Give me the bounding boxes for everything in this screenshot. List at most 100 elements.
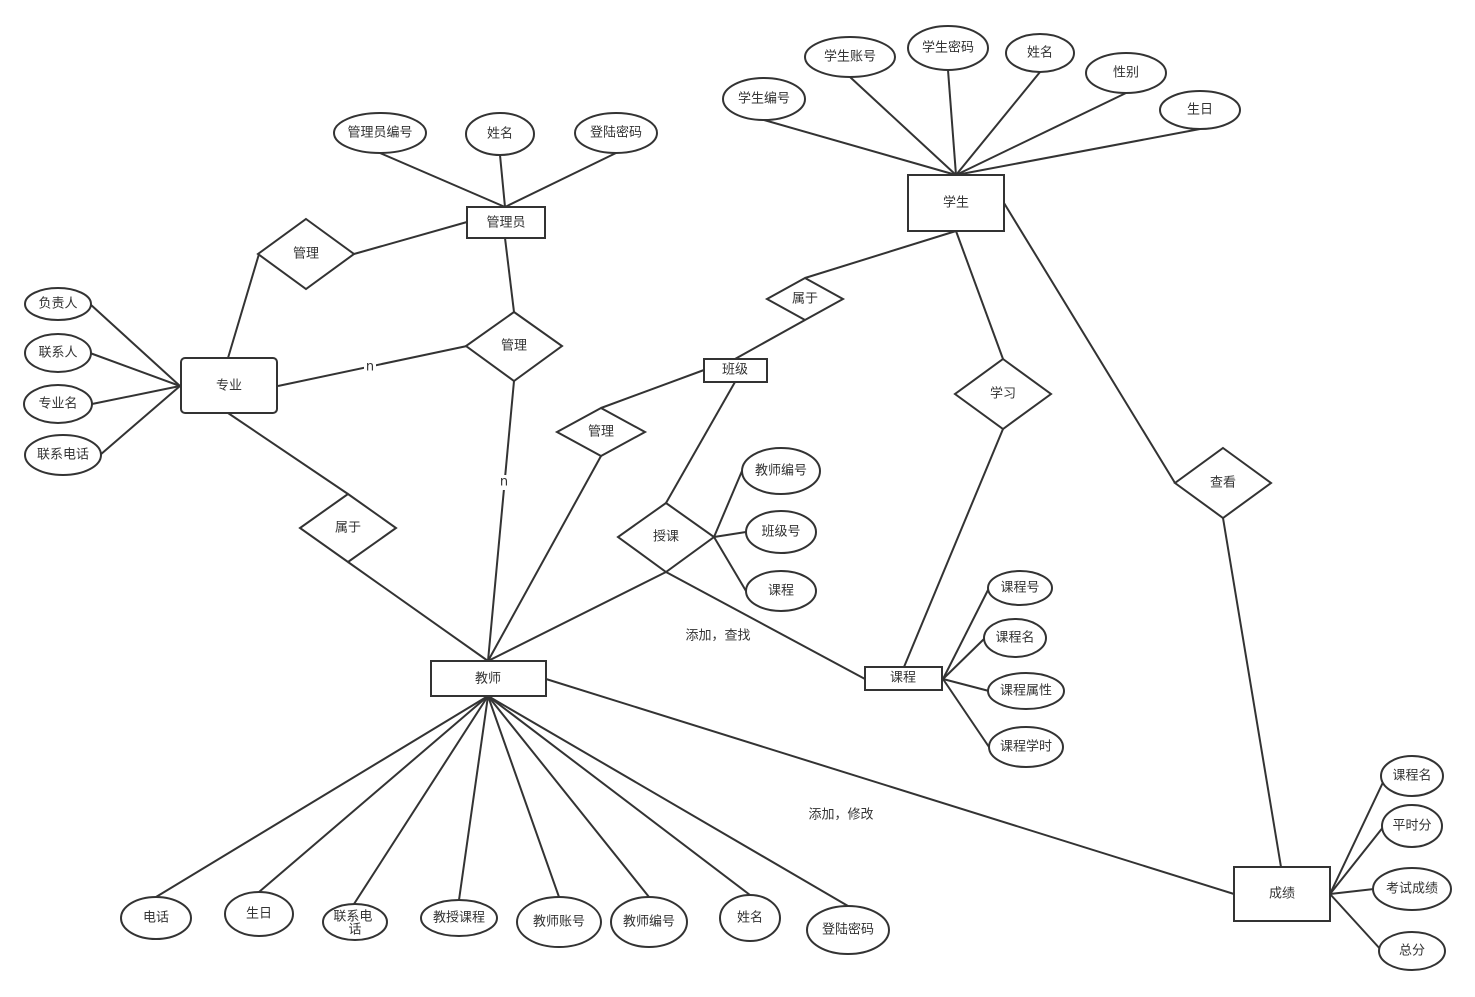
- entity-label: 专业: [216, 379, 242, 394]
- attribute-admin-id[interactable]: 管理员编号: [333, 112, 427, 154]
- attribute-teacher-name[interactable]: 姓名: [719, 894, 781, 942]
- attribute-label: 登陆密码: [590, 125, 642, 141]
- attribute-student-password[interactable]: 学生密码: [907, 25, 989, 71]
- attribute-label: 考试成绩: [1386, 882, 1438, 897]
- relation-student-class[interactable]: 属于: [764, 276, 846, 322]
- attribute-label: 专业名: [38, 396, 77, 412]
- attribute-label: 班级号: [761, 525, 800, 540]
- annotation-add-modify: 添加，修改: [808, 808, 873, 823]
- attribute-label: 课程: [768, 584, 794, 599]
- relation-label: 属于: [792, 292, 818, 307]
- relation-label: 授课: [653, 530, 679, 545]
- entity-course[interactable]: 课程: [864, 666, 943, 691]
- entity-label: 班级: [722, 363, 748, 378]
- relation-major-teacher[interactable]: 属于: [298, 492, 398, 564]
- relation-label: 学习: [990, 386, 1016, 402]
- relation-admin-teacher[interactable]: 管理: [464, 310, 564, 383]
- attribute-teaching-course[interactable]: 课程: [745, 570, 817, 612]
- attribute-label: 学生编号: [738, 91, 790, 107]
- attribute-label: 教师编号: [623, 914, 675, 930]
- attribute-grade-regular[interactable]: 平时分: [1381, 804, 1443, 848]
- attribute-label: 平时分: [1392, 819, 1431, 834]
- attribute-teacher-account[interactable]: 教师账号: [516, 896, 602, 948]
- annotation-add-search: 添加，查找: [685, 629, 750, 644]
- relation-label: 管理: [293, 247, 319, 262]
- attribute-course-name[interactable]: 课程名: [983, 618, 1047, 658]
- cardinality-admin-teacher: n: [498, 475, 510, 490]
- attribute-major-phone[interactable]: 联系电话: [24, 434, 102, 476]
- attribute-label: 课程号: [1000, 581, 1039, 596]
- entity-label: 教师: [475, 671, 501, 687]
- cardinality-label: n: [500, 475, 508, 490]
- attribute-major-contact[interactable]: 联系人: [24, 333, 92, 373]
- attribute-grade-exam[interactable]: 考试成绩: [1372, 867, 1452, 911]
- relation-label: 查看: [1210, 475, 1236, 491]
- relation-admin-major[interactable]: 管理: [256, 217, 356, 291]
- attribute-label: 生日: [246, 907, 272, 922]
- attribute-student-account[interactable]: 学生账号: [804, 36, 896, 78]
- attribute-student-birthday[interactable]: 生日: [1159, 90, 1241, 130]
- edges: [89, 69, 1387, 952]
- attribute-label: 学生密码: [922, 40, 974, 56]
- attribute-label: 课程名: [1392, 768, 1431, 784]
- attribute-label: 联系人: [38, 346, 77, 361]
- attribute-admin-password[interactable]: 登陆密码: [574, 112, 658, 154]
- relation-study[interactable]: 学习: [953, 357, 1053, 431]
- attribute-teacher-password[interactable]: 登陆密码: [806, 905, 890, 955]
- attribute-teacher-course[interactable]: 教授课程: [420, 899, 498, 937]
- relation-label: 管理: [501, 339, 527, 354]
- attribute-label: 姓名: [737, 910, 763, 926]
- attribute-teacher-contact-phone[interactable]: 联系电 话: [322, 903, 388, 941]
- attribute-grade-course-name[interactable]: 课程名: [1380, 755, 1444, 797]
- entity-class[interactable]: 班级: [703, 358, 768, 383]
- attribute-label: 课程名: [995, 630, 1034, 646]
- relation-class-teacher[interactable]: 管理: [554, 406, 648, 458]
- attribute-label: 登陆密码: [822, 922, 874, 938]
- attribute-student-id[interactable]: 学生编号: [722, 77, 806, 121]
- attribute-label: 管理员编号: [347, 126, 412, 141]
- cardinality-major-admin: n: [364, 360, 376, 375]
- attribute-student-name[interactable]: 姓名: [1005, 33, 1075, 73]
- attribute-major-head[interactable]: 负责人: [24, 287, 92, 321]
- entity-student[interactable]: 学生: [907, 174, 1005, 232]
- attribute-label: 电话: [143, 911, 169, 926]
- attribute-label: 学生账号: [824, 49, 876, 65]
- attribute-grade-total[interactable]: 总分: [1378, 931, 1446, 971]
- attribute-label: 总分: [1399, 944, 1425, 959]
- attribute-teaching-class-id[interactable]: 班级号: [745, 510, 817, 554]
- attribute-teacher-phone[interactable]: 电话: [120, 896, 192, 940]
- relation-teaching[interactable]: 授课: [616, 501, 716, 574]
- attribute-label: 课程学时: [1000, 739, 1052, 755]
- attribute-label: 生日: [1187, 103, 1213, 118]
- relation-label: 管理: [588, 425, 614, 440]
- attribute-label: 负责人: [38, 297, 77, 312]
- attribute-course-hours[interactable]: 课程学时: [988, 726, 1064, 768]
- attribute-label: 姓名: [487, 126, 513, 142]
- attribute-major-name[interactable]: 专业名: [23, 384, 93, 424]
- entity-teacher[interactable]: 教师: [430, 660, 547, 697]
- attribute-student-gender[interactable]: 性别: [1085, 52, 1167, 94]
- attribute-label: 联系电 话: [333, 906, 376, 938]
- attribute-admin-name[interactable]: 姓名: [465, 112, 535, 156]
- entity-label: 管理员: [486, 216, 525, 231]
- attribute-label: 教师账号: [533, 914, 585, 930]
- attribute-teaching-teacher-id[interactable]: 教师编号: [741, 447, 821, 495]
- entity-label: 学生: [943, 195, 969, 211]
- attribute-course-id[interactable]: 课程号: [987, 570, 1053, 606]
- entity-grade[interactable]: 成绩: [1233, 866, 1331, 922]
- relation-view[interactable]: 查看: [1173, 446, 1273, 520]
- attribute-label: 性别: [1113, 66, 1139, 81]
- attribute-label: 教师编号: [755, 463, 807, 479]
- attribute-teacher-id[interactable]: 教师编号: [610, 896, 688, 948]
- entity-major[interactable]: 专业: [180, 357, 278, 414]
- entity-label: 课程: [890, 671, 916, 686]
- attribute-label: 联系电话: [37, 448, 89, 463]
- attribute-teacher-birthday[interactable]: 生日: [224, 891, 294, 937]
- attribute-label: 姓名: [1027, 45, 1053, 61]
- attribute-course-type[interactable]: 课程属性: [987, 672, 1065, 710]
- relation-label: 属于: [335, 521, 361, 536]
- attribute-label: 课程属性: [1000, 684, 1052, 699]
- entity-label: 成绩: [1269, 887, 1295, 902]
- entity-admin[interactable]: 管理员: [466, 206, 546, 239]
